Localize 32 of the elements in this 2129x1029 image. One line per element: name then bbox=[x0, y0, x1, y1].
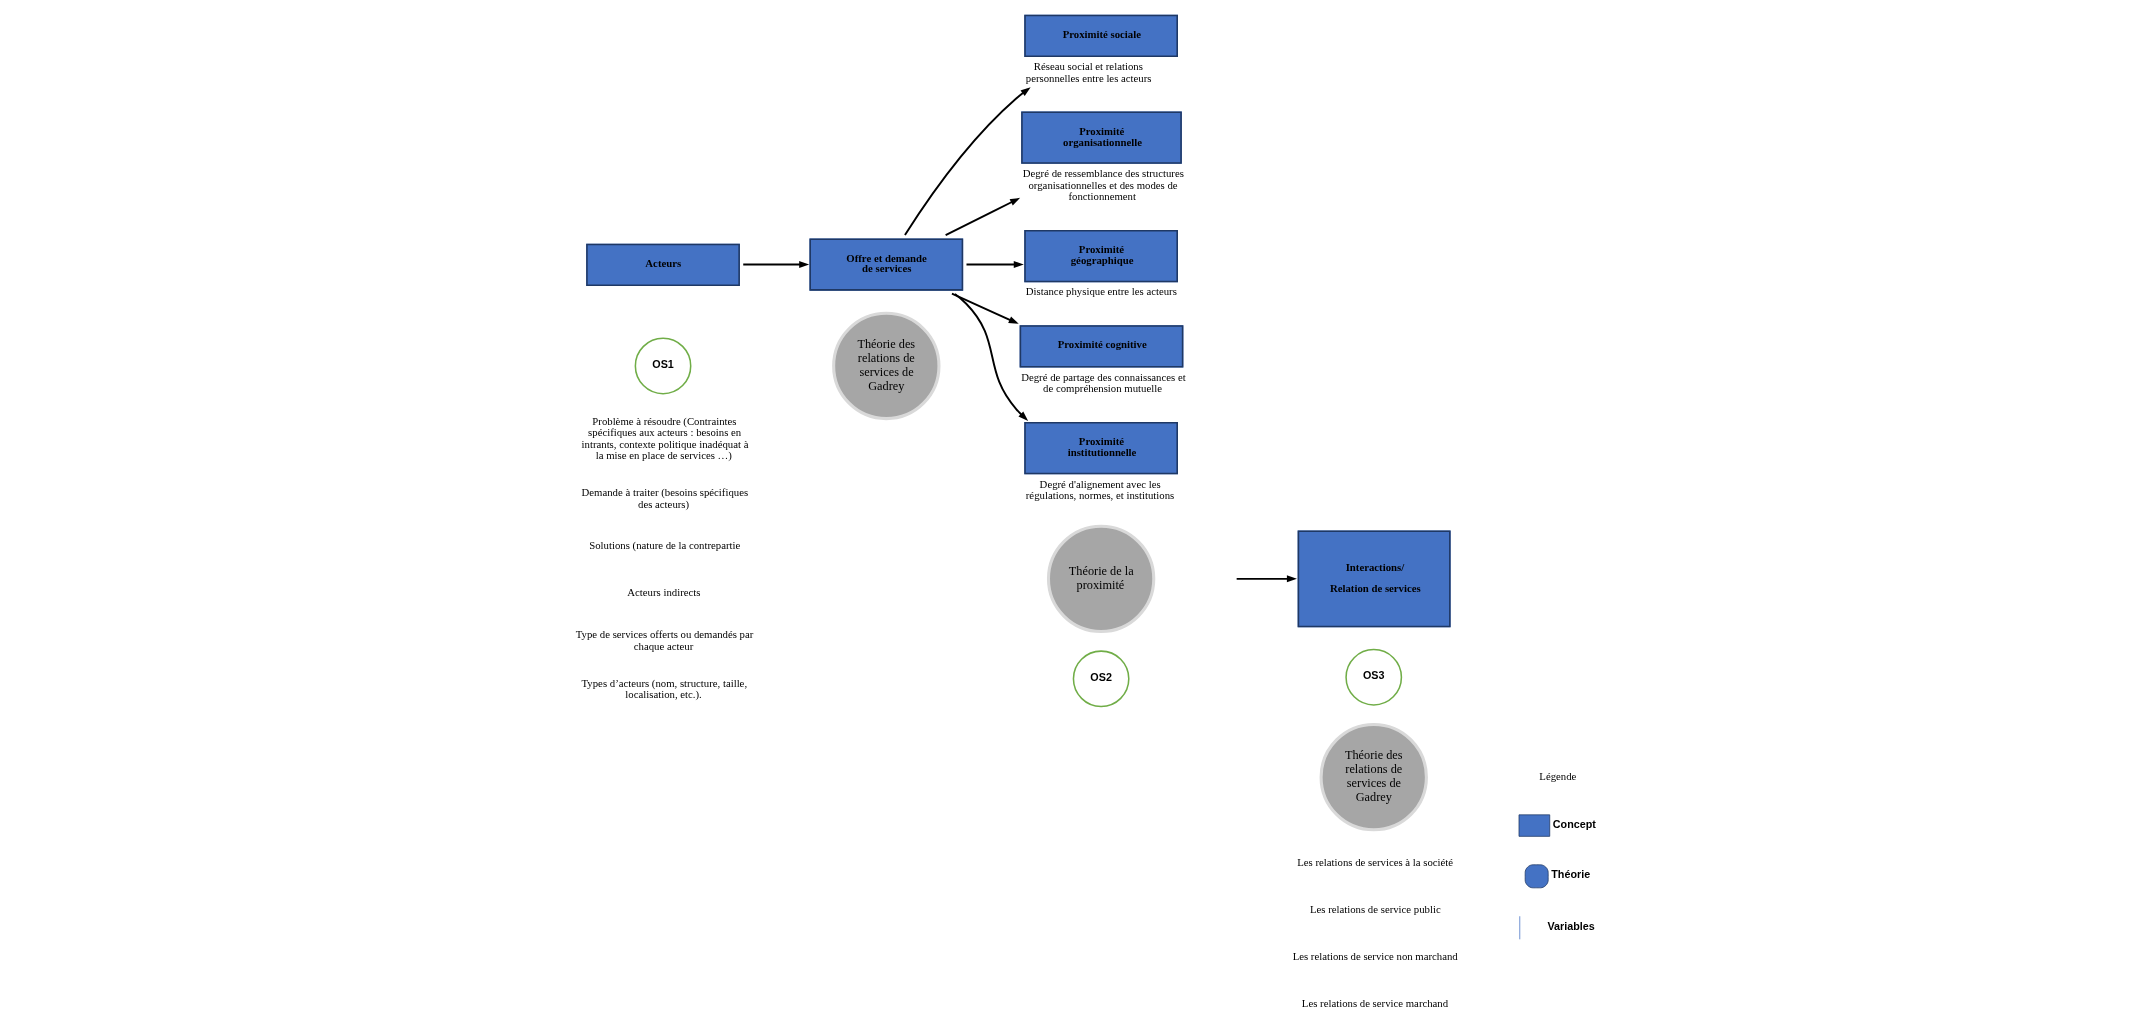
arrow bbox=[944, 197, 1021, 237]
node-label: Réseau social et relations personnelles entre les acteurs bbox=[1025, 60, 1152, 84]
label: Types d’acteurs (nom, structure, taille, localisation, etc.). bbox=[581, 676, 748, 701]
node-circle: OS3 bbox=[1345, 648, 1403, 706]
label: Les relations de services à la société bbox=[1297, 856, 1454, 869]
label: Problème à résoudre (Contraintes spécifiques aux acteurs : besoins en intrants, contexte politique inadéquat à la mise en place de services …) bbox=[581, 414, 749, 462]
arrow bbox=[953, 293, 1029, 421]
label: Légende bbox=[1539, 770, 1577, 782]
node-circle: OS1 bbox=[634, 337, 692, 395]
node-label: Degré de partage des connaissances et de compréhension mutuelle bbox=[1021, 370, 1186, 395]
node-circle: Théorie des relations de services de Gadrey bbox=[1319, 722, 1428, 832]
label: Demande à traiter (besoins spécifiques des acteurs) bbox=[581, 486, 749, 510]
label: Les relations de service public bbox=[1309, 902, 1441, 915]
node-circle: Théorie des relations de services de Gadrey bbox=[832, 311, 941, 421]
legend-label: Concept bbox=[1552, 817, 1596, 830]
node-label: Degré d'alignement avec les régulations, normes, et institutions bbox=[1025, 477, 1175, 502]
arrow bbox=[904, 87, 1031, 236]
arrow bbox=[742, 261, 810, 269]
label: Solutions (nature de la contrepartie bbox=[589, 539, 741, 552]
legend-label: Théorie bbox=[1551, 868, 1591, 881]
node-label: Distance physique entre les acteurs bbox=[1025, 285, 1177, 298]
node-circle: OS2 bbox=[1072, 650, 1130, 708]
arrow bbox=[1235, 575, 1297, 583]
label: Acteurs indirects bbox=[627, 586, 701, 599]
node-circle: Théorie de la proximité bbox=[1046, 524, 1156, 634]
arrow bbox=[965, 261, 1024, 269]
label: Les relations de service non marchand bbox=[1292, 949, 1458, 962]
node-label: Degré de ressemblance des structures organisationnelles et des modes de fonctionnement bbox=[1022, 167, 1184, 203]
arrow bbox=[950, 292, 1019, 324]
legend-label: Variables bbox=[1547, 919, 1595, 932]
label: Les relations de service marchand bbox=[1301, 996, 1449, 1009]
label: Type de services offerts ou demandés par chaque acteur bbox=[575, 628, 754, 652]
